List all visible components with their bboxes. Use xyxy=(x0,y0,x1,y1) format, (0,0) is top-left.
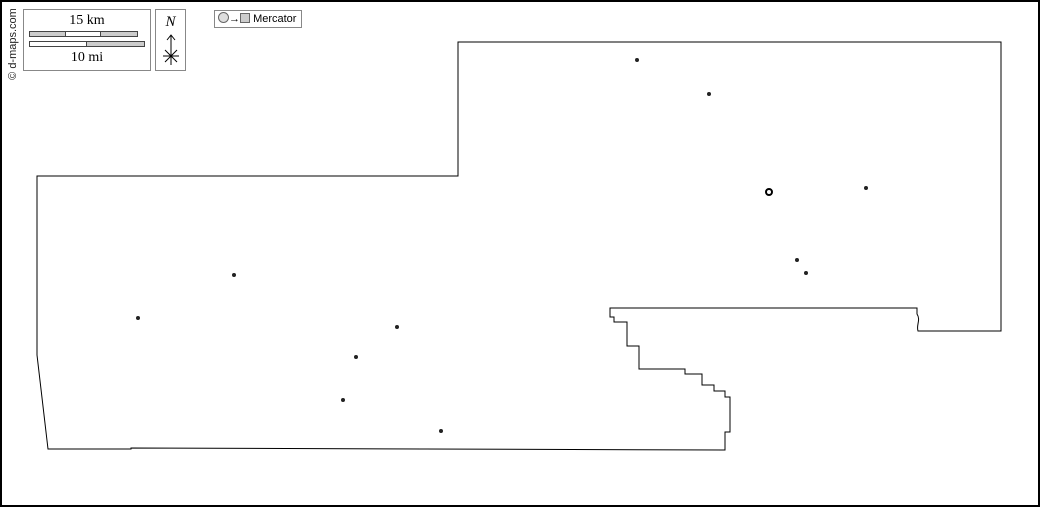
scale-km-label: 15 km xyxy=(69,13,105,28)
town-marker xyxy=(439,429,443,433)
town-marker xyxy=(341,398,345,402)
town-marker xyxy=(354,355,358,359)
north-arrow: N xyxy=(155,9,186,71)
capital-marker xyxy=(765,188,773,196)
town-marker xyxy=(795,258,799,262)
credit-text: © d-maps.com xyxy=(7,8,19,80)
town-marker xyxy=(635,58,639,62)
town-marker xyxy=(232,273,236,277)
north-label: N xyxy=(165,14,176,30)
region-boundary xyxy=(36,41,1002,451)
circle-to-square-icon xyxy=(218,12,229,23)
town-marker xyxy=(707,92,711,96)
town-marker xyxy=(864,186,868,190)
projection-name: Mercator xyxy=(253,13,297,25)
scale-bar: 15 km 10 mi xyxy=(23,9,151,71)
town-marker xyxy=(395,325,399,329)
town-marker xyxy=(136,316,140,320)
scale-mi-label: 10 mi xyxy=(70,50,104,65)
town-marker xyxy=(804,271,808,275)
projection-label: → Mercator xyxy=(214,10,302,28)
compass-icon xyxy=(163,34,179,65)
